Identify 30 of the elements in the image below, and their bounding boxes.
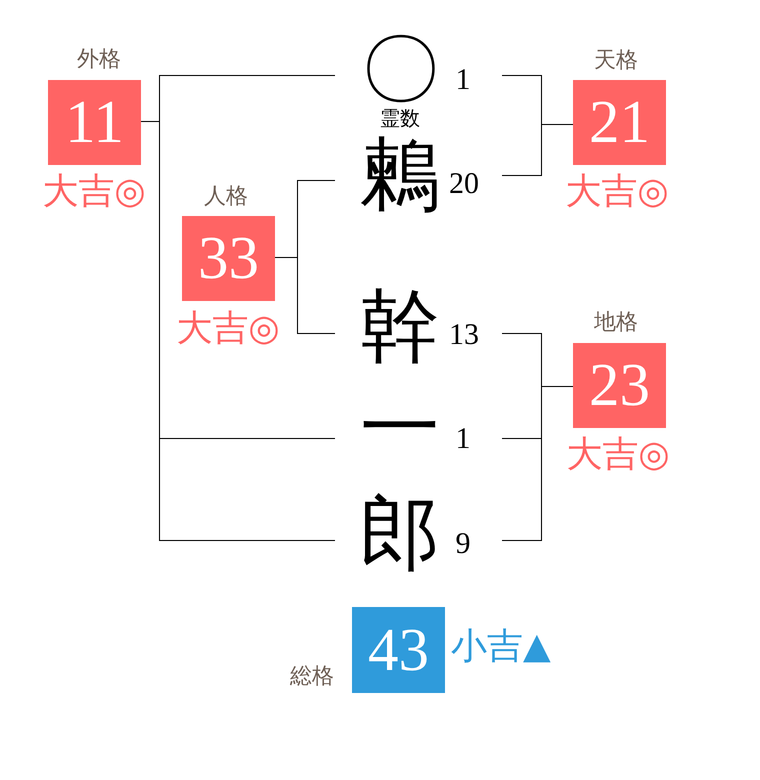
stroke-count: 20 <box>449 169 479 199</box>
box-heading: 天格 <box>594 50 638 72</box>
kanji-character: 郎 <box>360 494 440 574</box>
box-heading: 地格 <box>594 312 638 334</box>
box-heading: 人格 <box>204 186 248 208</box>
box-heading: 総格 <box>290 666 334 688</box>
bracket-line <box>502 333 574 541</box>
character-caption: 霊数 <box>380 108 420 128</box>
score-box: 43 <box>352 607 445 693</box>
fortune-rating: 小吉▲ <box>451 629 551 665</box>
kanji-character: 幹 <box>360 287 440 367</box>
stroke-count: 1 <box>456 424 470 454</box>
stroke-count: 1 <box>456 65 470 95</box>
stroke-count: 13 <box>449 320 479 350</box>
kanji-character: 鶫 <box>360 135 440 215</box>
score-box: 33 <box>182 216 275 301</box>
bracket-line <box>140 75 336 541</box>
bracket-line <box>502 75 574 176</box>
fortune-rating: 大吉◎ <box>42 174 146 210</box>
kanji-character: 一 <box>360 388 440 468</box>
stroke-count: 9 <box>456 529 470 559</box>
score-box: 23 <box>573 343 666 428</box>
kanji-character: 〇 <box>361 31 439 109</box>
bracket-line <box>274 180 336 334</box>
fortune-rating: 大吉◎ <box>176 311 280 347</box>
score-box: 11 <box>48 80 141 165</box>
fortune-rating: 大吉◎ <box>566 437 670 473</box>
score-box: 21 <box>573 80 666 165</box>
box-heading: 外格 <box>77 49 121 71</box>
fortune-rating: 大吉◎ <box>565 174 669 210</box>
